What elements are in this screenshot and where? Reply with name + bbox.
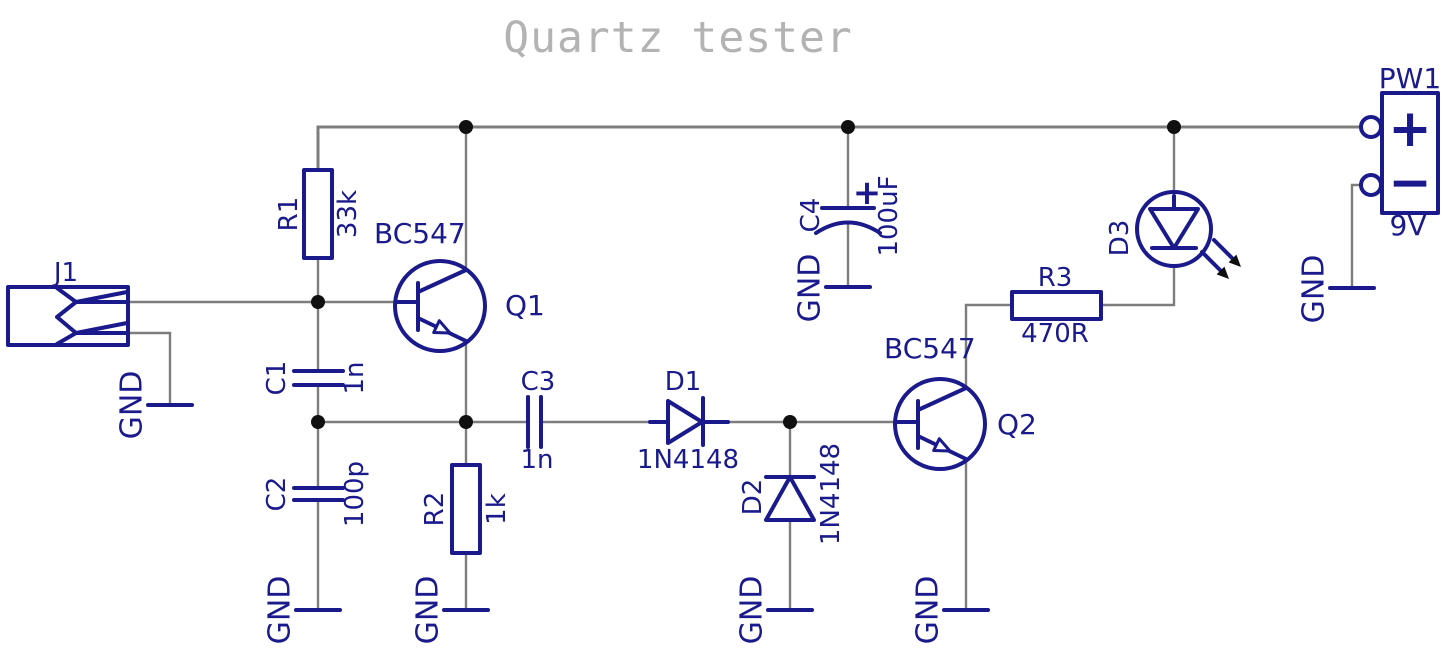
r1-value-label: 33k xyxy=(333,190,363,238)
pw1-pin-plus xyxy=(1359,115,1383,139)
gnd-symbol-pw1: GND xyxy=(1297,255,1376,324)
transistor-q1: BC547 Q1 xyxy=(374,217,545,353)
gnd-symbols: GND GND GND GND GND GND GND xyxy=(115,254,1376,645)
d2-ref-label: D2 xyxy=(738,479,768,516)
gnd-symbol-r2: GND xyxy=(411,576,490,645)
gnd-symbol-q2: GND xyxy=(911,576,990,645)
junction-dot xyxy=(459,415,473,429)
r1-body xyxy=(302,168,334,260)
q1-emitter-arrow xyxy=(432,319,452,335)
resistor-r2: R2 1k xyxy=(420,463,512,555)
q1-part-label: BC547 xyxy=(374,217,466,250)
gnd-label: GND xyxy=(115,371,150,440)
capacitor-c2: C2 100p xyxy=(262,461,370,527)
junction-dots xyxy=(311,120,1181,429)
pw1-plus-symbol: + xyxy=(1388,99,1432,159)
pw1-value-label: 9V xyxy=(1390,209,1427,242)
pw1-body xyxy=(1380,91,1440,215)
diode-d1: D1 1N4148 xyxy=(637,367,739,475)
q2-emitter-arrow xyxy=(932,437,952,453)
gnd-label: GND xyxy=(1297,255,1332,324)
j1-contact-zigzag xyxy=(55,286,78,346)
d3-light-arrows xyxy=(1200,238,1241,279)
c1-ref-label: C1 xyxy=(262,361,292,396)
r3-value-label: 470R xyxy=(1021,319,1089,349)
d3-arrow-shaft xyxy=(1212,238,1235,261)
c2-value-label: 100p xyxy=(340,461,370,527)
gnd-label: GND xyxy=(263,576,298,645)
r3-body xyxy=(1010,290,1103,321)
resistor-r3: R3 470R xyxy=(1010,263,1103,349)
j1-ref-label: J1 xyxy=(52,258,78,288)
gnd-label: GND xyxy=(735,576,770,645)
c3-value-label: 1n xyxy=(520,445,553,475)
gnd-label: GND xyxy=(411,576,446,645)
d3-arrow-shaft xyxy=(1200,250,1223,273)
q1-body xyxy=(393,259,487,353)
gnd-symbol-j1: GND xyxy=(115,371,194,440)
r2-body xyxy=(450,463,482,555)
d3-ref-label: D3 xyxy=(1105,220,1135,257)
d2-triangle xyxy=(764,475,816,522)
capacitor-c1: C1 1n xyxy=(262,361,370,396)
connector-j1: J1 xyxy=(6,258,130,347)
capacitor-c3: C3 1n xyxy=(520,367,555,475)
wire-top-rail xyxy=(316,125,1361,170)
d1-triangle xyxy=(666,399,704,445)
junction-dot xyxy=(783,415,797,429)
transistor-q2: BC547 Q2 xyxy=(884,332,1037,471)
r2-value-label: 1k xyxy=(482,493,512,525)
d1-part-label: 1N4148 xyxy=(637,445,739,475)
d2-part-label: 1N4148 xyxy=(816,443,846,545)
c4-ref-label: C4 xyxy=(796,198,826,233)
junction-dot xyxy=(841,120,855,134)
r3-ref-label: R3 xyxy=(1038,263,1073,293)
junction-dot xyxy=(459,120,473,134)
d3-arrow-head xyxy=(1228,254,1241,267)
c2-ref-label: C2 xyxy=(262,477,292,512)
power-connector-pw1: + − PW1 9V xyxy=(1359,62,1441,242)
j1-contact1-wedge xyxy=(74,290,129,304)
q2-part-label: BC547 xyxy=(884,332,976,365)
pw1-minus-symbol: − xyxy=(1388,153,1432,213)
schematic-title: Quartz tester xyxy=(503,13,853,63)
diode-d2: D2 1N4148 xyxy=(738,443,846,545)
junction-dot xyxy=(1167,120,1181,134)
pw1-ref-label: PW1 xyxy=(1379,62,1441,95)
wire-q2-collector xyxy=(964,303,1012,389)
pw1-pin-minus xyxy=(1359,173,1383,197)
r1-ref-label: R1 xyxy=(274,197,304,232)
gnd-symbol-c4: GND xyxy=(793,254,872,323)
d1-ref-label: D1 xyxy=(665,367,702,397)
c1-value-label: 1n xyxy=(340,361,370,394)
q2-ref-label: Q2 xyxy=(997,408,1037,441)
c3-ref-label: C3 xyxy=(521,367,556,397)
wire-j1-to-gnd xyxy=(128,331,172,403)
capacitor-c4: + C4 100uF xyxy=(796,173,904,257)
gnd-symbol-d2: GND xyxy=(735,576,814,645)
q1-ref-label: Q1 xyxy=(505,289,545,322)
junction-dot xyxy=(311,295,325,309)
gnd-symbol-c2: GND xyxy=(263,576,342,645)
c4-plate-curved xyxy=(814,220,882,235)
j1-contact2-wedge xyxy=(74,321,129,335)
q1-collector-diag xyxy=(416,268,468,294)
resistor-r1: R1 33k xyxy=(274,168,363,260)
led-d3: D3 xyxy=(1105,190,1241,279)
gnd-label: GND xyxy=(911,576,946,645)
q2-collector-diag xyxy=(916,386,968,412)
gnd-label: GND xyxy=(793,254,828,323)
junction-dot xyxy=(311,415,325,429)
c4-polarity-plus: + xyxy=(853,173,882,213)
r2-ref-label: R2 xyxy=(420,492,450,527)
d3-arrow-head xyxy=(1216,266,1229,279)
c4-value-label: 100uF xyxy=(874,175,904,256)
wire-pw1-minus-to-gnd xyxy=(1350,183,1362,286)
